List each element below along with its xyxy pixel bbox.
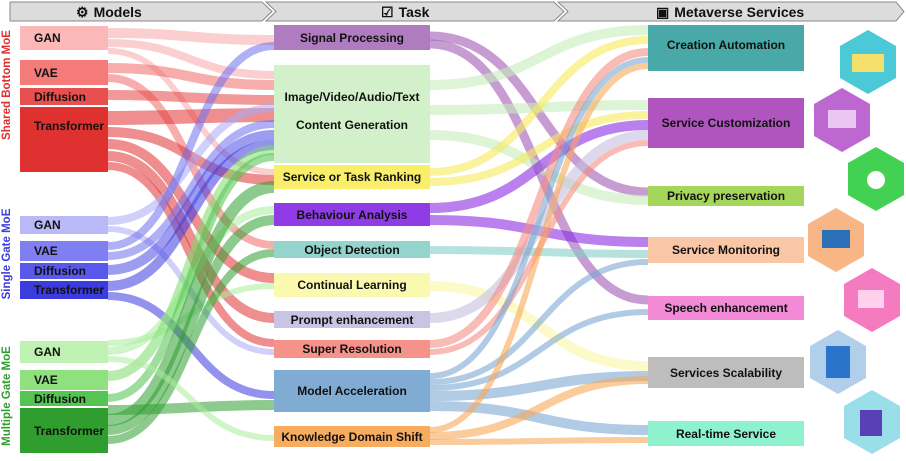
flow-multi-trans-behaviour <box>107 215 275 435</box>
server-rack-icon <box>826 346 850 378</box>
speech-illustration-screen <box>858 290 884 308</box>
flow-domain-creation <box>429 63 649 433</box>
flow-shared-gan-gen <box>107 39 275 79</box>
header-arrow-task <box>264 1 565 22</box>
model-shared-diffusion: Diffusion <box>20 88 108 105</box>
flow-domain-realtime <box>429 437 649 445</box>
model-single-diffusion: Diffusion <box>20 263 108 279</box>
flow-domain-scalability <box>429 376 649 440</box>
service-scalability: Services Scalability <box>648 357 804 388</box>
model-single-vae: VAE <box>20 241 108 261</box>
flow-shared-vae-gen <box>107 63 275 90</box>
service-customization: Service Customization <box>648 98 804 148</box>
flow-ranking-custom <box>429 111 649 186</box>
service-privacy-preservation: Privacy preservation <box>648 186 804 206</box>
model-single-transformer: Transformer <box>20 281 108 299</box>
task-prompt-enhancement: Prompt enhancement <box>274 311 430 328</box>
header-arrow-models <box>9 1 273 22</box>
model-task-flows <box>107 28 275 444</box>
task-object-detection: Object Detection <box>274 241 430 258</box>
model-multiple-vae: VAE <box>20 370 108 390</box>
task-content-generation-line2: Content Generation <box>295 118 408 132</box>
group-label-shared: Shared Bottom MoE <box>1 30 13 140</box>
model-multiple-diffusion: Diffusion <box>20 391 108 406</box>
service-speech-enhancement: Speech enhancement <box>648 296 804 320</box>
custom-illustration-screen <box>828 110 856 128</box>
flow-shared-gan-signal <box>107 28 275 45</box>
flow-superres-creation <box>429 48 649 348</box>
model-multiple-transformer: Transformer <box>20 408 108 453</box>
service-realtime: Real-time Service <box>648 421 804 446</box>
task-service-ranking: Service or Task Ranking <box>274 165 430 189</box>
task-content-generation <box>274 65 430 163</box>
header-services-label: Metaverse Services <box>674 4 805 20</box>
task-signal-processing: Signal Processing <box>274 25 430 50</box>
flow-multi-trans-object <box>107 249 275 444</box>
service-monitoring: Service Monitoring <box>648 237 804 263</box>
model-shared-vae: VAE <box>20 60 108 85</box>
header-models: ⚙ Models <box>76 3 142 21</box>
flow-shared-diff-gen <box>107 90 275 105</box>
clipboard-check-icon: ☑ <box>381 3 394 20</box>
lock-icon <box>867 171 885 189</box>
flow-gen-creation <box>429 25 649 90</box>
flow-single-vae-signal <box>107 42 275 250</box>
header-models-label: Models <box>93 4 142 20</box>
flow-single-gan-gen <box>107 104 275 225</box>
creation-illustration-screen <box>852 54 884 72</box>
realtime-illustration-device <box>860 410 882 436</box>
task-knowledge-domain-shift: Knowledge Domain Shift <box>274 426 430 447</box>
flow-shared-trans-prompt <box>107 151 275 323</box>
header-arrow-services <box>556 1 905 22</box>
flow-accel-creation <box>429 57 649 379</box>
monitoring-illustration-screen <box>822 230 850 248</box>
flow-multi-gan-domain <box>107 356 275 441</box>
flow-behaviour-custom <box>429 120 649 213</box>
header-task-label: Task <box>398 4 430 20</box>
header-task: ☑ Task <box>381 3 429 21</box>
task-continual-learning: Continual Learning <box>274 273 430 297</box>
flow-multi-diff-gen <box>107 153 275 402</box>
model-shared-transformer: Transformer <box>20 107 108 172</box>
group-label-single: Single Gate MoE <box>1 208 13 300</box>
task-super-resolution: Super Resolution <box>274 340 430 358</box>
model-multiple-gan: GAN <box>20 341 108 363</box>
task-service-flows <box>429 25 649 445</box>
flow-accel-speech <box>429 309 649 391</box>
flow-multi-trans-accel <box>107 400 275 415</box>
flow-ranking-creation <box>429 36 649 176</box>
header-services: ▣ Metaverse Services <box>656 3 804 21</box>
illustrations <box>808 30 904 454</box>
model-shared-gan: GAN <box>20 26 108 50</box>
flow-signal-privacy <box>429 31 649 197</box>
task-content-generation-line1: Image/Video/Audio/Text <box>284 90 420 104</box>
task-behaviour-analysis: Behaviour Analysis <box>274 203 430 226</box>
metaverse-chip-icon: ▣ <box>656 3 670 20</box>
flow-single-vae-gen <box>107 120 275 260</box>
diagram-icon: ⚙ <box>76 3 89 20</box>
model-single-gan: GAN <box>20 216 108 234</box>
group-label-multiple: Multiple Gate MoE <box>1 346 13 446</box>
flow-accel-realtime <box>429 401 649 435</box>
header-arrows <box>9 1 905 22</box>
flow-accel-monitoring <box>429 259 649 385</box>
service-creation-automation: Creation Automation <box>648 25 804 71</box>
task-model-acceleration: Model Acceleration <box>274 370 430 412</box>
flow-single-trans-gen <box>107 140 275 291</box>
flow-accel-scalability <box>429 371 649 401</box>
flow-single-diff-gen <box>107 130 275 275</box>
